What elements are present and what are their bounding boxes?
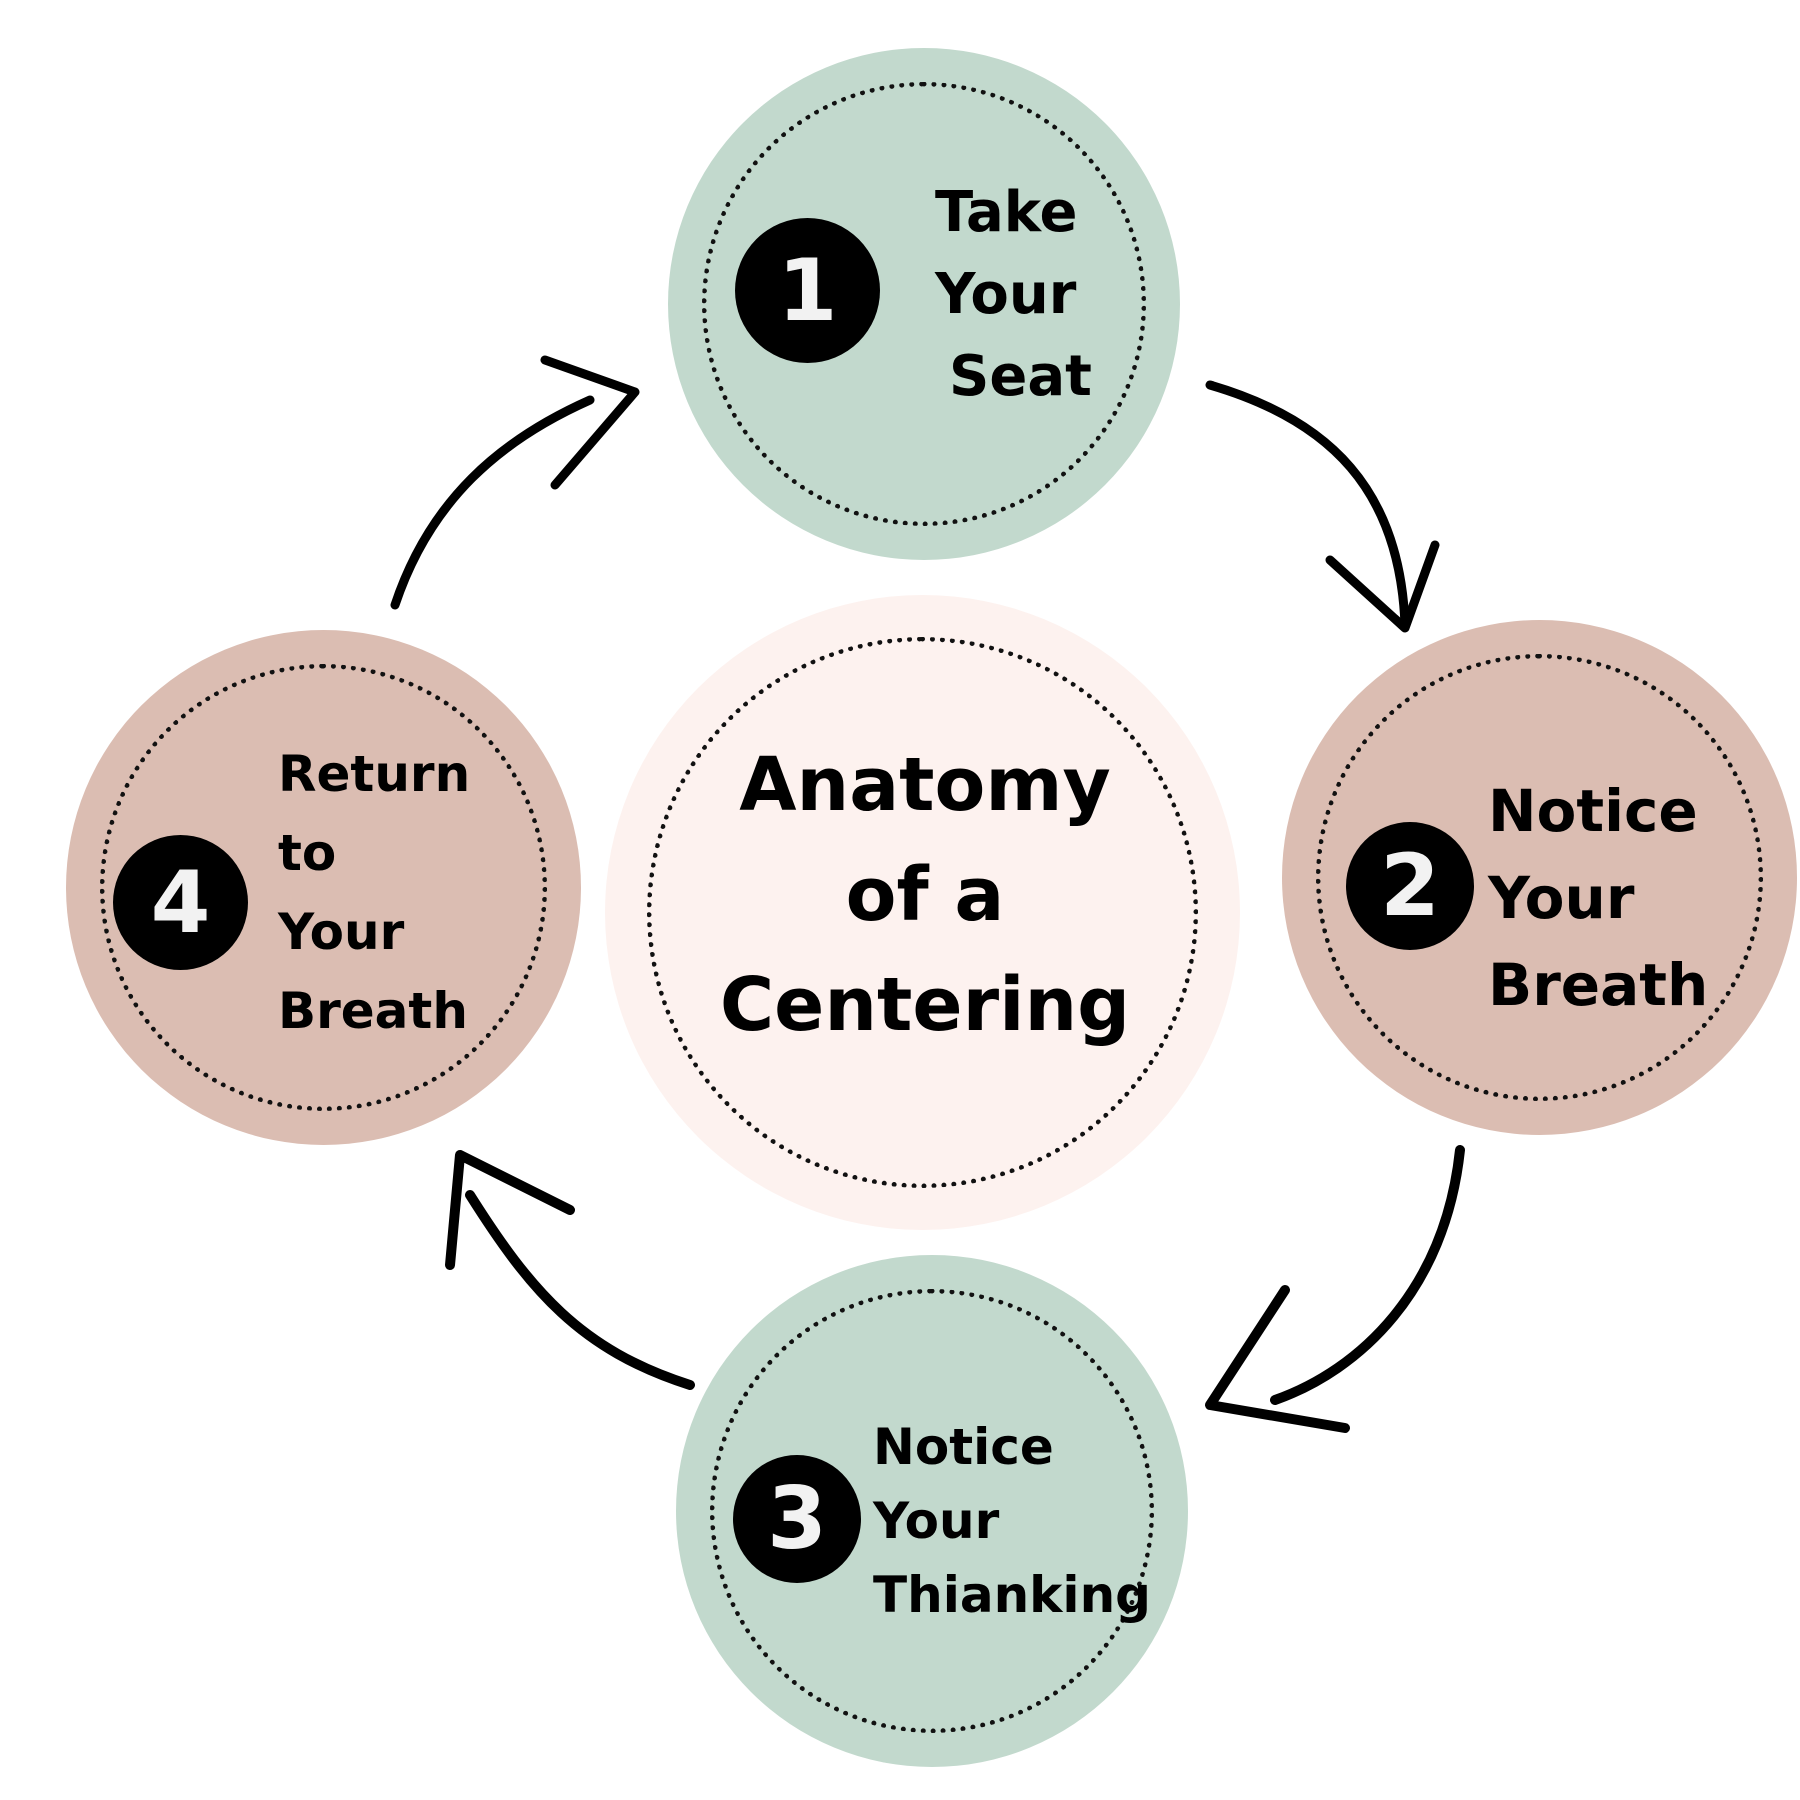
arrow-step4-to-step1-head bbox=[540, 355, 640, 490]
step-2-label-line-2: Your bbox=[1488, 864, 1635, 932]
center-circle bbox=[605, 595, 1240, 1230]
arrow-step2-to-step3 bbox=[1270, 1145, 1465, 1405]
step-3-label-line-2: Your bbox=[873, 1492, 1000, 1550]
step-4-number-badge: 4 bbox=[113, 835, 248, 970]
diagram-title-line-2: of a bbox=[845, 852, 1005, 938]
step-1-label: Take Your Seat bbox=[935, 172, 1092, 418]
step-1-number-badge: 1 bbox=[735, 218, 880, 363]
step-3-number: 3 bbox=[767, 1469, 827, 1569]
step-2-label: Notice Your Breath bbox=[1488, 768, 1708, 1029]
step-1-label-line-2: Your bbox=[935, 262, 1077, 327]
step-4-label-line-1: Return bbox=[278, 745, 471, 803]
arrow-step4-to-step1 bbox=[390, 395, 595, 610]
step-4-label-line-3: Your bbox=[278, 903, 405, 961]
step-3-label-line-3: Thianking bbox=[873, 1566, 1151, 1624]
diagram-title-line-1: Anatomy bbox=[739, 742, 1111, 828]
step-2-circle bbox=[1282, 620, 1797, 1135]
step-2-number: 2 bbox=[1380, 836, 1440, 936]
arrow-step2-to-step3-head bbox=[1205, 1285, 1350, 1433]
arrow-step1-to-step2-head bbox=[1325, 540, 1440, 633]
step-2-dotted-ring bbox=[1316, 654, 1763, 1101]
step-2-label-line-1: Notice bbox=[1488, 777, 1698, 845]
step-4-number: 4 bbox=[150, 852, 211, 953]
step-1-dotted-ring bbox=[702, 82, 1146, 526]
step-3-dotted-ring bbox=[710, 1289, 1154, 1733]
step-4-dotted-ring bbox=[100, 664, 547, 1111]
arrow-step3-to-step4-head bbox=[445, 1150, 575, 1270]
step-4-label-line-4: Breath bbox=[278, 982, 468, 1040]
diagram-title: Anatomy of a Centering bbox=[640, 730, 1210, 1060]
step-4-label-line-2: to bbox=[278, 824, 337, 882]
step-1-number: 1 bbox=[777, 240, 838, 341]
step-3-label-line-1: Notice bbox=[873, 1418, 1054, 1476]
arrow-step3-to-step4 bbox=[465, 1190, 695, 1390]
arrow-step1-to-step2 bbox=[1205, 380, 1410, 630]
step-2-label-line-3: Breath bbox=[1488, 951, 1709, 1019]
step-2-number-badge: 2 bbox=[1346, 822, 1474, 950]
step-1-label-line-3: Seat bbox=[949, 344, 1092, 409]
center-dotted-ring bbox=[647, 637, 1198, 1188]
step-1-label-line-1: Take bbox=[935, 180, 1078, 245]
step-3-label: Notice Your Thianking bbox=[873, 1410, 1151, 1632]
diagram-title-line-3: Centering bbox=[719, 962, 1131, 1048]
step-3-number-badge: 3 bbox=[733, 1455, 861, 1583]
step-4-label: Return to Your Breath bbox=[278, 735, 470, 1051]
